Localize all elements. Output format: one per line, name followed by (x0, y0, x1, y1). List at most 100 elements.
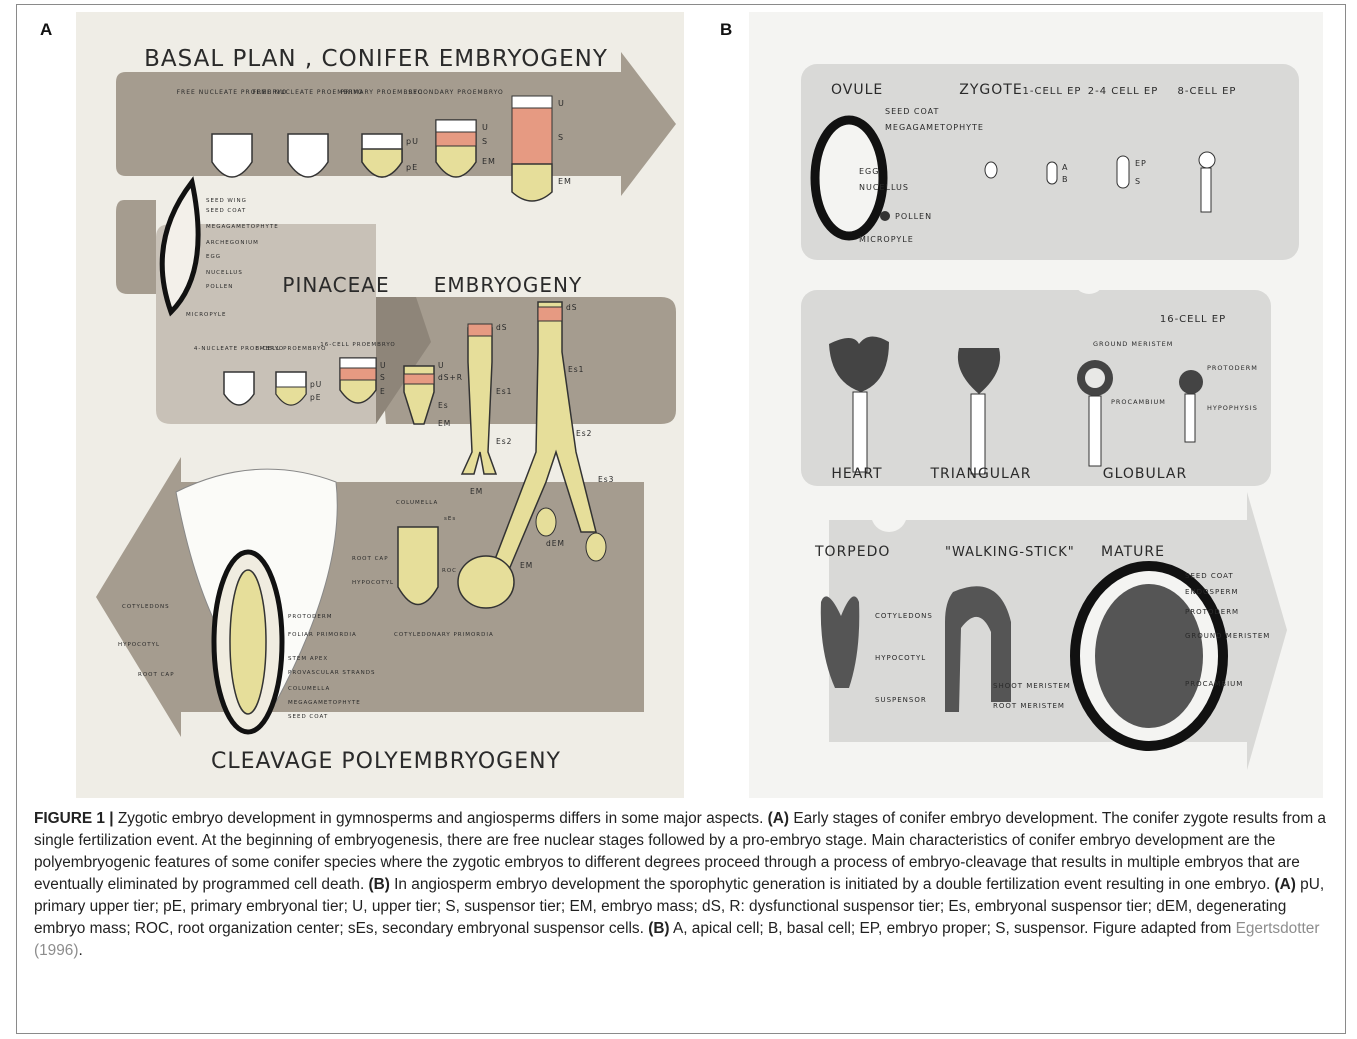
a-tier-s2: S (558, 133, 564, 142)
a-tier: U (380, 361, 387, 370)
a-tier: pU (310, 380, 322, 389)
b-walking-label: ROOT MERISTEM (993, 702, 1065, 710)
b-torpedo-label: HYPOCOTYL (875, 654, 926, 662)
caption-text: Zygotic embryo development in gymnosperm… (114, 810, 768, 827)
title-basal-plan: BASAL PLAN , CONIFER EMBRYOGENY (144, 46, 608, 72)
a-tier-s: S (482, 137, 488, 146)
b-stage-mature: MATURE (1101, 544, 1165, 560)
b-stage-1cell: 1-CELL EP (1023, 86, 1082, 97)
seed-label: SEED COAT (206, 208, 246, 214)
b-cell-b: B (1062, 175, 1069, 184)
b-16cell: 16-CELL EP (1160, 314, 1226, 325)
panel-a-letter: A (40, 20, 52, 40)
a-tier: Es2 (496, 437, 512, 446)
a-root-label: ROC (442, 568, 457, 574)
caption-ref-a: (A) (1275, 876, 1296, 893)
seed-label: SEED WING (206, 198, 247, 204)
seed-label: NUCELLUS (206, 270, 243, 276)
a-mature-label: MEGAGAMETOPHYTE (288, 700, 361, 706)
a-mature-label: COTYLEDONS (122, 604, 170, 610)
b-cell-a: A (1062, 163, 1068, 172)
a-tier: Es (438, 401, 449, 410)
title-cleavage: CLEAVAGE POLYEMBRYOGENY (211, 749, 561, 774)
caption-ref-a: (A) (768, 810, 789, 827)
b-stage-24cell: 2-4 CELL EP (1088, 86, 1158, 97)
panel-b-illustration: OVULE ZYGOTE 1-CELL EP 2-4 CELL EP 8-CEL… (749, 12, 1323, 798)
a-root-label: COLUMELLA (396, 500, 438, 506)
caption-text: A, apical cell; B, basal cell; EP, embry… (670, 920, 1236, 937)
b-ovule-label: MICROPYLE (859, 235, 914, 244)
b-stage-heart: HEART (831, 466, 882, 482)
seed-label: MICROPYLE (186, 312, 226, 318)
a-tier: EM (438, 419, 451, 428)
b-stage-zygote: ZYGOTE (959, 82, 1022, 98)
b-walking-label: SHOOT MERISTEM (993, 682, 1071, 690)
citation-link[interactable]: Egertsdotter (1236, 920, 1320, 937)
b-torpedo-label: SUSPENSOR (875, 696, 927, 704)
a-tier: dS (566, 303, 578, 312)
b-glob-label: PROTODERM (1207, 364, 1258, 372)
figure-label: FIGURE 1 | (34, 810, 114, 827)
a-mature-label: COLUMELLA (288, 686, 330, 692)
b-ovule-label: MEGAGAMETOPHYTE (885, 123, 984, 132)
b-glob-label: HYPOPHYSIS (1207, 404, 1258, 412)
a-tier: dS (496, 323, 508, 332)
a-tier-pu: pU (406, 137, 419, 146)
b-stage-globular: GLOBULAR (1103, 466, 1187, 482)
b-ovule-label: NUCELLUS (859, 183, 909, 192)
a-tier-u: U (482, 123, 489, 132)
seed-label: ARCHEGONIUM (206, 240, 259, 246)
a-mature-label: ROOT CAP (138, 672, 175, 678)
a-tier: E (380, 387, 386, 396)
b-stage-triangular: TRIANGULAR (930, 466, 1032, 482)
caption-ref-b: (B) (369, 876, 390, 893)
a-tier: dS+R (438, 373, 463, 382)
a-row2-stage: 8-CELL PROEMBRYO (256, 346, 327, 352)
b-torpedo-label: COTYLEDONS (875, 612, 933, 620)
b-mature-label: PROTODERM (1185, 608, 1239, 616)
a-tier: U (438, 361, 445, 370)
a-mature-label: PROVASCULAR STRANDS (288, 670, 375, 676)
panel-b: OVULE ZYGOTE 1-CELL EP 2-4 CELL EP 8-CEL… (749, 12, 1323, 798)
b-cell-s: S (1135, 177, 1141, 186)
caption-text: In angiosperm embryo development the spo… (390, 876, 1275, 893)
a-tier: dEM (546, 539, 565, 548)
title-embryogeny: EMBRYOGENY (434, 273, 582, 297)
citation-year-link[interactable]: (1996) (34, 942, 79, 959)
b-stage-torpedo: TORPEDO (814, 544, 890, 560)
a-row2-stage: 16-CELL PROEMBRYO (320, 342, 396, 348)
panel-a: BASAL PLAN , CONIFER EMBRYOGENY PINACEAE… (76, 12, 684, 798)
panel-b-letter: B (720, 20, 732, 40)
a-tier: Es2 (576, 429, 592, 438)
b-stage-walking: "WALKING-STICK" (945, 545, 1075, 560)
b-ovule-label: SEED COAT (885, 107, 939, 116)
b-cell-ep: EP (1135, 159, 1147, 168)
a-mature-label: HYPOCOTYL (118, 642, 160, 648)
b-stage-8cell: 8-CELL EP (1178, 86, 1237, 97)
a-mature-label: SEED COAT (288, 714, 328, 720)
a-tier-pe: pE (406, 163, 418, 172)
a-tier: S (380, 373, 386, 382)
seed-label: MEGAGAMETOPHYTE (206, 224, 279, 230)
b-mature-label: ENDOSPERM (1185, 588, 1239, 596)
seed-label: EGG (206, 254, 221, 260)
a-mature-label: STEM APEX (288, 656, 328, 662)
b-glob-label: PROCAMBIUM (1111, 398, 1166, 406)
seed-label: POLLEN (206, 284, 233, 290)
b-stage-ovule: OVULE (831, 82, 883, 98)
a-root-label: HYPOCOTYL (352, 580, 394, 586)
caption-end: . (79, 942, 83, 959)
a-tier-em: EM (482, 157, 496, 166)
a-tier-em2: EM (558, 177, 572, 186)
caption-ref-b: (B) (648, 920, 669, 937)
a-tier-u2: U (558, 99, 565, 108)
a-root-label: COTYLEDONARY PRIMORDIA (394, 632, 494, 638)
a-tier: Es1 (496, 387, 512, 396)
title-pinaceae: PINACEAE (282, 273, 389, 297)
a-root-label: ROOT CAP (352, 556, 389, 562)
figure-caption: FIGURE 1 | Zygotic embryo development in… (34, 808, 1334, 962)
a-stage-4: SECONDARY PROEMBRYO (408, 89, 503, 96)
a-tier: EM (520, 561, 533, 570)
a-tier: Es3 (598, 475, 614, 484)
b-mature-label: SEED COAT (1185, 572, 1234, 580)
